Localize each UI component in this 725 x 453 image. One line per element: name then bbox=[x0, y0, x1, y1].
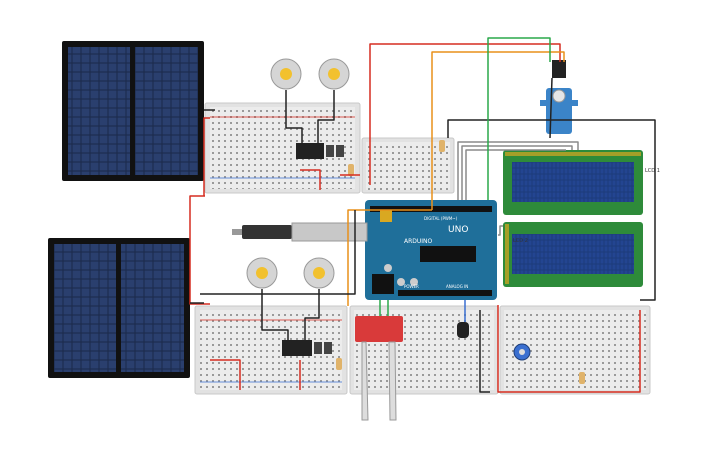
wire-gray-2 bbox=[461, 145, 573, 200]
wire-red-4 bbox=[497, 305, 641, 393]
arduino-model-label: UNO bbox=[448, 225, 468, 235]
temperature-sensor bbox=[457, 322, 469, 338]
wire-red-3 bbox=[203, 117, 210, 196]
wire-orange-1 bbox=[431, 51, 565, 210]
wire-black-2 bbox=[285, 90, 303, 143]
solar-panel-bottom bbox=[48, 238, 190, 378]
wire-orange-2 bbox=[347, 209, 432, 306]
wire-gray-4 bbox=[498, 225, 503, 236]
breadboard-top-middle bbox=[361, 137, 455, 194]
arduino-power-label: POWER bbox=[404, 284, 419, 289]
dc-motor-4 bbox=[303, 257, 335, 289]
wire-black-4 bbox=[261, 289, 289, 340]
potentiometer bbox=[513, 343, 531, 361]
arduino-analog-label: ANALOG IN bbox=[446, 284, 468, 289]
wires bbox=[189, 37, 656, 393]
wire-red-5 bbox=[300, 169, 321, 190]
arduino-brand-label: ARDUINO bbox=[404, 238, 433, 245]
wire-black-5 bbox=[304, 289, 320, 340]
motor-driver-bottom bbox=[282, 340, 332, 356]
lcd-bottom bbox=[503, 222, 643, 287]
dc-motor-1 bbox=[270, 58, 302, 90]
wire-red-6 bbox=[210, 359, 241, 390]
resistor-1 bbox=[439, 140, 445, 152]
wire-black-8 bbox=[447, 119, 656, 301]
soil-moisture-sensor bbox=[355, 316, 403, 421]
arduino-digital-label: DIGITAL (PWM~) bbox=[424, 216, 458, 221]
resistor-4 bbox=[336, 358, 342, 370]
dc-motor-2 bbox=[318, 58, 350, 90]
solar-panel-top bbox=[62, 41, 204, 181]
wire-black-7 bbox=[200, 210, 356, 295]
arduino-uno: ARDUINO UNO DIGITAL (PWM~) ANALOG IN POW… bbox=[365, 200, 497, 300]
lcd-bottom-label: LCD 2 bbox=[513, 238, 528, 244]
wire-red-1 bbox=[369, 43, 561, 185]
servo-motor bbox=[540, 60, 578, 134]
dc-motor-3 bbox=[246, 257, 278, 289]
usb-cable bbox=[232, 222, 368, 242]
lcd-top-label: LCD 1 bbox=[645, 168, 660, 174]
wire-black-9 bbox=[479, 310, 490, 393]
resistor-3 bbox=[348, 164, 354, 176]
wire-gray-3 bbox=[465, 149, 566, 200]
wire-black-10 bbox=[549, 77, 553, 139]
wire-black-3 bbox=[317, 90, 335, 143]
lcd-top bbox=[503, 150, 643, 215]
resistor-2 bbox=[579, 372, 585, 384]
motor-driver-top bbox=[296, 143, 344, 159]
wire-green-1 bbox=[487, 37, 551, 200]
wire-gray-1 bbox=[457, 141, 579, 200]
wire-red-2 bbox=[189, 195, 210, 305]
